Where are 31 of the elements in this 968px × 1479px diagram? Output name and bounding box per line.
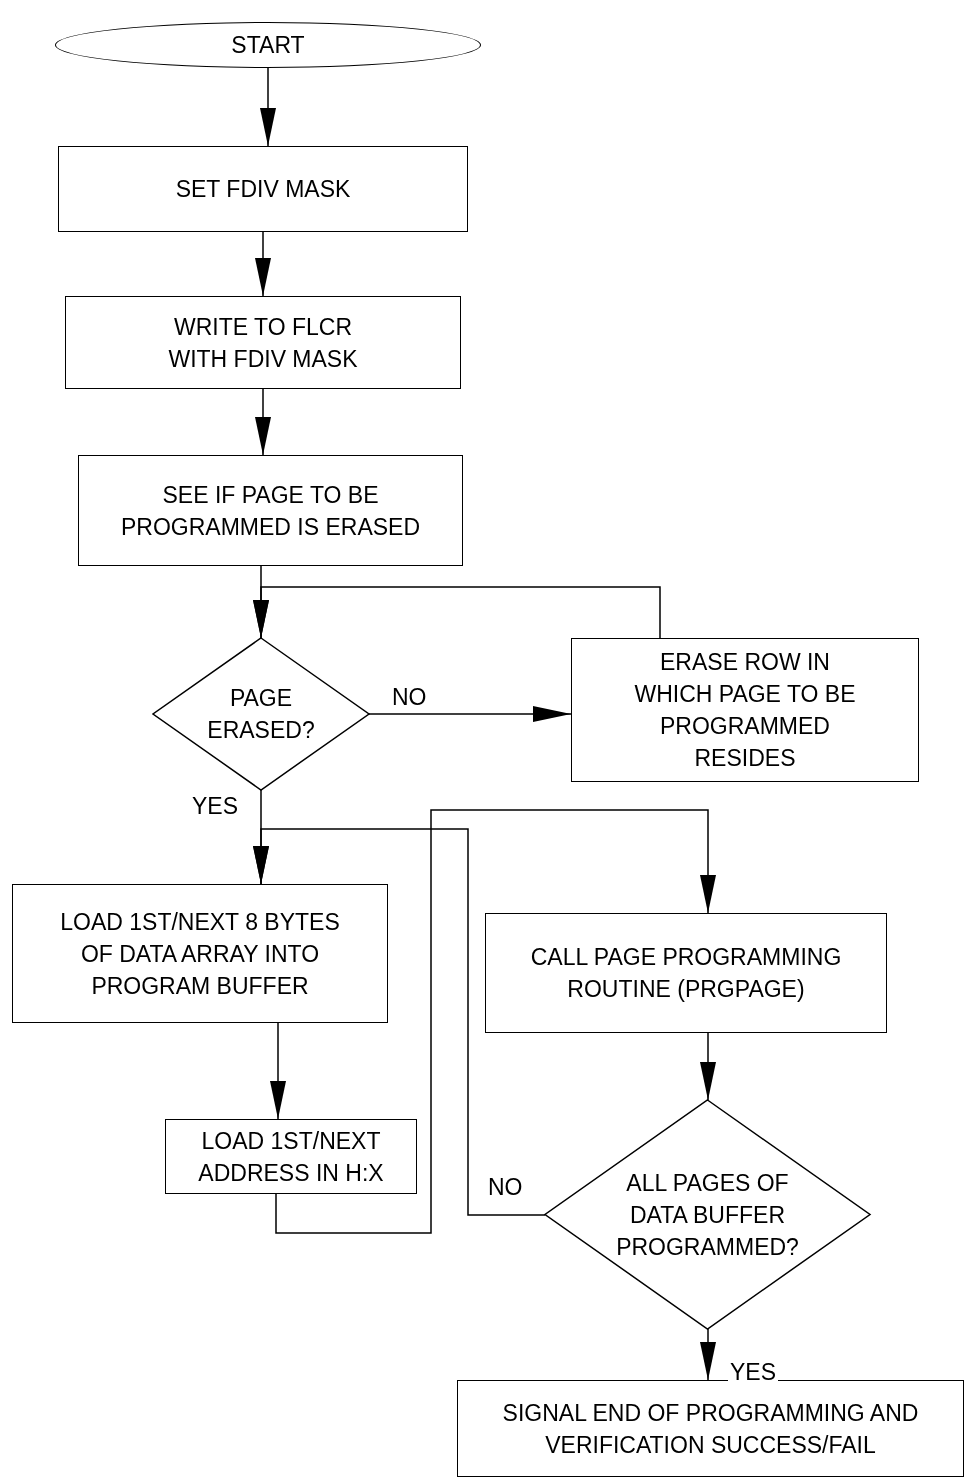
box-label: LOAD 1ST/NEXT 8 BYTES OF DATA ARRAY INTO PROGRAM BUFFER bbox=[59, 907, 341, 1001]
arrow bbox=[700, 1328, 716, 1381]
process-box bbox=[485, 913, 887, 1033]
process-box bbox=[65, 296, 461, 389]
process-box bbox=[457, 1380, 964, 1477]
box-label: LOAD 1ST/NEXT ADDRESS IN H:X bbox=[197, 1126, 385, 1188]
arrow bbox=[253, 828, 546, 1216]
decision-diamond bbox=[545, 1100, 870, 1329]
box-label: ERASE ROW IN WHICH PAGE TO BE PROGRAMMED RESIDES bbox=[633, 648, 857, 773]
arrow bbox=[275, 809, 716, 1234]
arrow bbox=[255, 231, 271, 297]
box-label: ALL PAGES OF DATA BUFFER PROGRAMMED? bbox=[615, 1168, 800, 1262]
box-label: START bbox=[231, 31, 305, 60]
arrow bbox=[270, 1022, 286, 1120]
process-box bbox=[571, 638, 919, 782]
arrow bbox=[700, 1032, 716, 1101]
arrow bbox=[368, 706, 572, 722]
arrow bbox=[253, 586, 661, 639]
box-label: PAGE ERASED? bbox=[206, 684, 316, 745]
box-label: CALL PAGE PROGRAMMING ROUTINE (PRGPAGE) bbox=[529, 943, 843, 1004]
process-box bbox=[165, 1119, 417, 1194]
box-label: SEE IF PAGE TO BE PROGRAMMED IS ERASED bbox=[119, 480, 421, 542]
box-label: SIGNAL END OF PROGRAMMING AND VERIFICATION SUCCESS/FAIL bbox=[501, 1398, 920, 1460]
decision-diamond bbox=[153, 638, 369, 790]
box-label: WRITE TO FLCR WITH FDIV MASK bbox=[167, 312, 359, 374]
box-label: SET FDIV MASK bbox=[175, 175, 351, 204]
process-box bbox=[58, 146, 468, 232]
process-box bbox=[78, 455, 463, 566]
arrow bbox=[255, 388, 271, 456]
process-box bbox=[12, 884, 388, 1023]
arrow bbox=[260, 67, 276, 147]
